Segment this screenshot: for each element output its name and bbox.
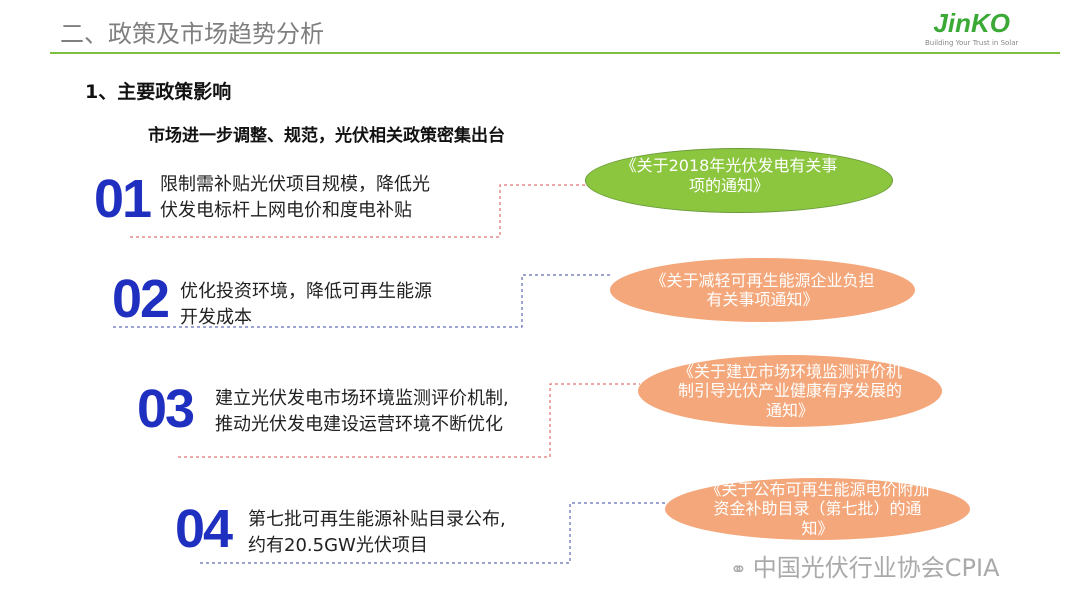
jinko-logo: JinKO Building Your Trust in Solar bbox=[925, 8, 1018, 47]
item-text-01: 限制需补贴光伏项目规模，降低光伏发电标杆上网电价和度电补贴 bbox=[160, 172, 430, 224]
item-number-01: 01 bbox=[94, 169, 152, 229]
wechat-icon: ⚭ bbox=[730, 557, 747, 581]
logo-text: JinKO bbox=[933, 8, 1010, 38]
item-number-04: 04 bbox=[175, 499, 233, 559]
item-line: 优化投资环境，降低可再生能源 bbox=[180, 281, 432, 302]
item-text-02: 优化投资环境，降低可再生能源开发成本 bbox=[180, 279, 432, 331]
subtitle: 市场进一步调整、规范，光伏相关政策密集出台 bbox=[148, 126, 505, 146]
policy-oval-01: 《关于2018年光伏发电有关事项的通知》 bbox=[585, 148, 893, 213]
item-line: 建立光伏发电市场环境监测评价机制, bbox=[215, 388, 509, 409]
item-line: 伏发电标杆上网电价和度电补贴 bbox=[160, 200, 412, 222]
watermark: ⚭中国光伏行业协会CPIA bbox=[730, 548, 1000, 583]
item-line: 第七批可再生能源补贴目录公布, bbox=[248, 509, 506, 530]
item-line: 约有20.5GW光伏项目 bbox=[248, 535, 428, 557]
policy-oval-02: 《关于减轻可再生能源企业负担有关事项通知》 bbox=[610, 258, 915, 322]
connector-01 bbox=[130, 184, 585, 238]
policy-oval-04: 《关于公布可再生能源电价附加资金补助目录（第七批）的通知》 bbox=[665, 478, 970, 540]
title-divider bbox=[50, 52, 1060, 54]
policy-oval-03: 《关于建立市场环境监测评价机制引导光伏产业健康有序发展的通知》 bbox=[638, 355, 942, 427]
connector-02 bbox=[113, 274, 610, 328]
logo-tagline: Building Your Trust in Solar bbox=[925, 39, 1019, 47]
item-text-04: 第七批可再生能源补贴目录公布, 约有20.5GW光伏项目 bbox=[248, 507, 506, 559]
item-number-03: 03 bbox=[137, 379, 195, 439]
item-line: 限制需补贴光伏项目规模，降低光 bbox=[160, 174, 430, 195]
section-heading: 1、主要政策影响 bbox=[85, 81, 232, 103]
page-title: 二、政策及市场趋势分析 bbox=[60, 20, 324, 48]
item-line: 开发成本 bbox=[180, 307, 252, 329]
watermark-text: 中国光伏行业协会CPIA bbox=[752, 554, 1000, 582]
item-line: 推动光伏发电建设运营环境不断优化 bbox=[215, 414, 503, 436]
connector-03 bbox=[178, 383, 640, 458]
item-text-03: 建立光伏发电市场环境监测评价机制, 推动光伏发电建设运营环境不断优化 bbox=[215, 386, 509, 438]
item-number-02: 02 bbox=[112, 269, 170, 329]
